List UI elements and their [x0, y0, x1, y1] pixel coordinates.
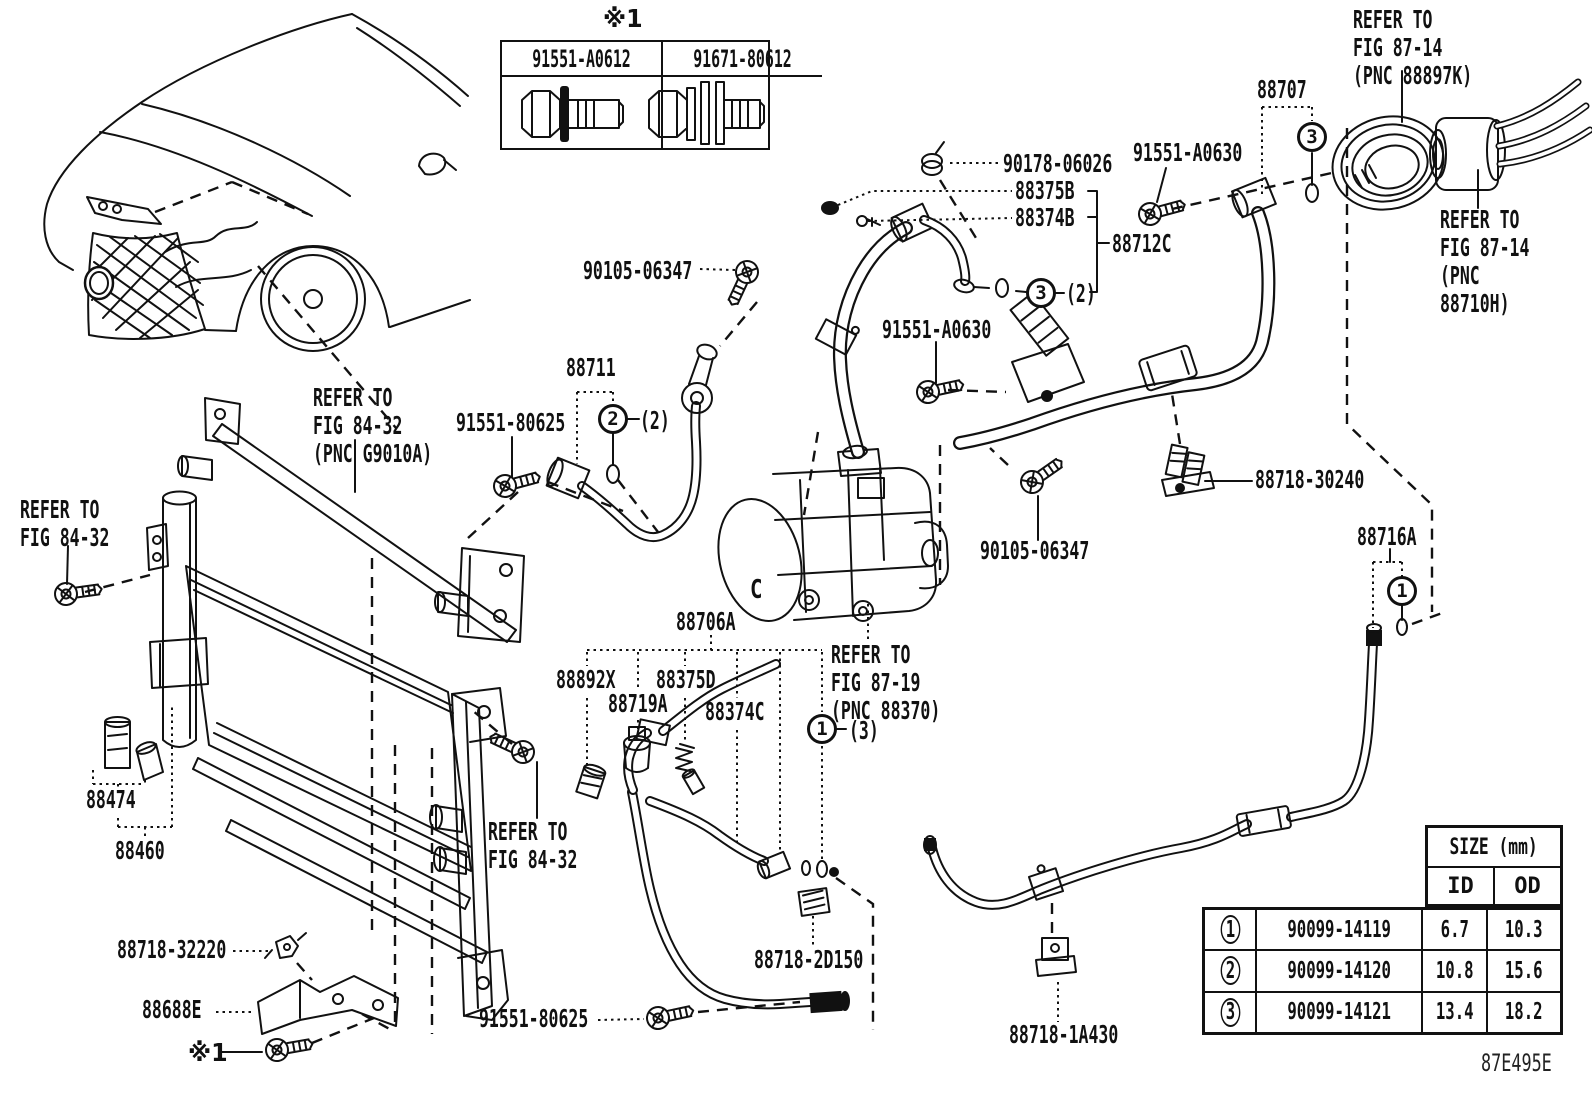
size-col-id: ID: [1428, 868, 1495, 904]
car-sketch: [43, 13, 471, 429]
bolt-table-col-2: 91671-80612: [660, 42, 822, 148]
callout-1-qty: (3): [849, 716, 879, 745]
part-88374c-label: 88374C: [705, 697, 765, 726]
row3-id: 13.4: [1435, 999, 1474, 1026]
size-table-header: SIZE (mm) ID OD: [1425, 825, 1563, 907]
part-88711-label: 88711: [566, 353, 616, 382]
row2-od: 15.6: [1505, 957, 1543, 984]
part-88718-1a430-label: 88718-1A430: [1009, 1020, 1119, 1049]
bolt-reference-table: 91551-A0612 91671-80612: [500, 40, 822, 150]
callout-3-qty: (2): [1066, 279, 1096, 308]
part-88718-2d150-label: 88718-2D150: [754, 945, 864, 974]
part-88374b-label: 88374B: [1015, 203, 1075, 232]
part-88375d-label: 88375D: [656, 665, 716, 694]
ref-fig-87-19-label: REFER TO FIG 87-19 (PNC 88370): [831, 640, 941, 725]
compressor: [717, 448, 949, 622]
flange-bolt-icon: [502, 77, 661, 148]
row3-callout-icon: 3: [1220, 997, 1240, 1027]
construction-lines: [84, 128, 1446, 1045]
row1-part: 90099-14119: [1287, 916, 1391, 943]
row2-part: 90099-14120: [1287, 957, 1391, 984]
row1-od: 10.3: [1505, 916, 1543, 943]
part-88707-label: 88707: [1257, 75, 1307, 104]
callout-1-main: 1: [807, 714, 837, 744]
part-90105-06347-label-a: 90105-06347: [583, 256, 693, 285]
part-91551-80625-label-a: 91551-80625: [456, 408, 566, 437]
callout-3-top: 3: [1297, 122, 1327, 152]
ref-fig-87-14-top-label: REFER TO FIG 87-14 (PNC 88897K): [1353, 5, 1473, 90]
part-88688e-label: 88688E: [142, 995, 202, 1024]
ref-fig-84-32-pnc-label: REFER TO FIG 84-32 (PNC G9010A): [313, 383, 433, 468]
part-90105-06347-label-b: 90105-06347: [980, 536, 1090, 565]
part-88718-30240-label: 88718-30240: [1255, 465, 1365, 494]
size-table-row: 3 90099-14121 13.4 18.2: [1205, 992, 1560, 1032]
row1-id: 6.7: [1440, 916, 1469, 943]
leader-lines: [66, 70, 1479, 1053]
part-88718-32220-label: 88718-32220: [117, 935, 227, 964]
ref-fig-87-14-right-label: REFER TO FIG 87-14 (PNC 88710H): [1440, 205, 1530, 318]
row2-callout-icon: 2: [1220, 956, 1240, 986]
part-88719a-label: 88719A: [608, 689, 668, 718]
bolt-table-part-2: 91671-80612: [662, 42, 822, 77]
part-88892x-label: 88892X: [556, 665, 616, 694]
part-88474-label: 88474: [86, 785, 136, 814]
callout-2: 2: [598, 404, 628, 434]
row1-callout-icon: 1: [1220, 915, 1240, 945]
part-90178-06026-label: 90178-06026: [1003, 149, 1113, 178]
size-table-row: 2 90099-14120 10.8 15.6: [1205, 951, 1560, 993]
note-mark-top: ※1: [603, 4, 643, 33]
bolt-table-part-1: 91551-A0612: [502, 42, 661, 77]
condenser-assembly: [104, 397, 525, 1021]
part-91551-80625-label-b: 91551-80625: [479, 1004, 589, 1033]
drawing-code: 87E495E: [1481, 1049, 1552, 1077]
note-mark-bottom: ※1: [188, 1038, 228, 1067]
bolt-table-col-1: 91551-A0612: [502, 42, 661, 148]
part-88712c-label: 88712C: [1112, 229, 1172, 258]
size-table: 1 90099-14119 6.7 10.3 2 90099-14120 10.…: [1202, 907, 1563, 1035]
part-88706a-label: 88706A: [676, 607, 736, 636]
ref-fig-84-32-mid-label: REFER TO FIG 84-32: [488, 817, 578, 874]
part-91551-a0630-label-b: 91551-A0630: [882, 315, 992, 344]
size-table-title: SIZE (mm): [1428, 828, 1560, 868]
ref-fig-84-32-left-label: REFER TO FIG 84-32: [20, 495, 110, 552]
grommet-assembly: [1331, 78, 1592, 211]
part-88460-label: 88460: [115, 836, 165, 865]
size-col-od: OD: [1514, 873, 1541, 899]
part-91551-a0630-label-a: 91551-A0630: [1133, 138, 1243, 167]
callout-3-mid: 3: [1026, 278, 1056, 308]
fasteners: [52, 141, 1408, 1064]
callout-1-pipe: 1: [1387, 576, 1417, 606]
callout-2-qty: (2): [640, 406, 670, 435]
ac-hoses: [545, 176, 1382, 1014]
part-88375b-label: 88375B: [1015, 176, 1075, 205]
flange-bolt-washers-icon: [663, 77, 822, 148]
row2-id: 10.8: [1435, 957, 1474, 984]
compressor-marking: C: [750, 575, 763, 605]
part-88716a-label: 88716A: [1357, 522, 1417, 551]
row3-part: 90099-14121: [1287, 999, 1391, 1026]
bolt-icons: [521, 81, 765, 145]
row3-od: 18.2: [1505, 999, 1543, 1026]
size-table-row: 1 90099-14119 6.7 10.3: [1205, 910, 1560, 952]
